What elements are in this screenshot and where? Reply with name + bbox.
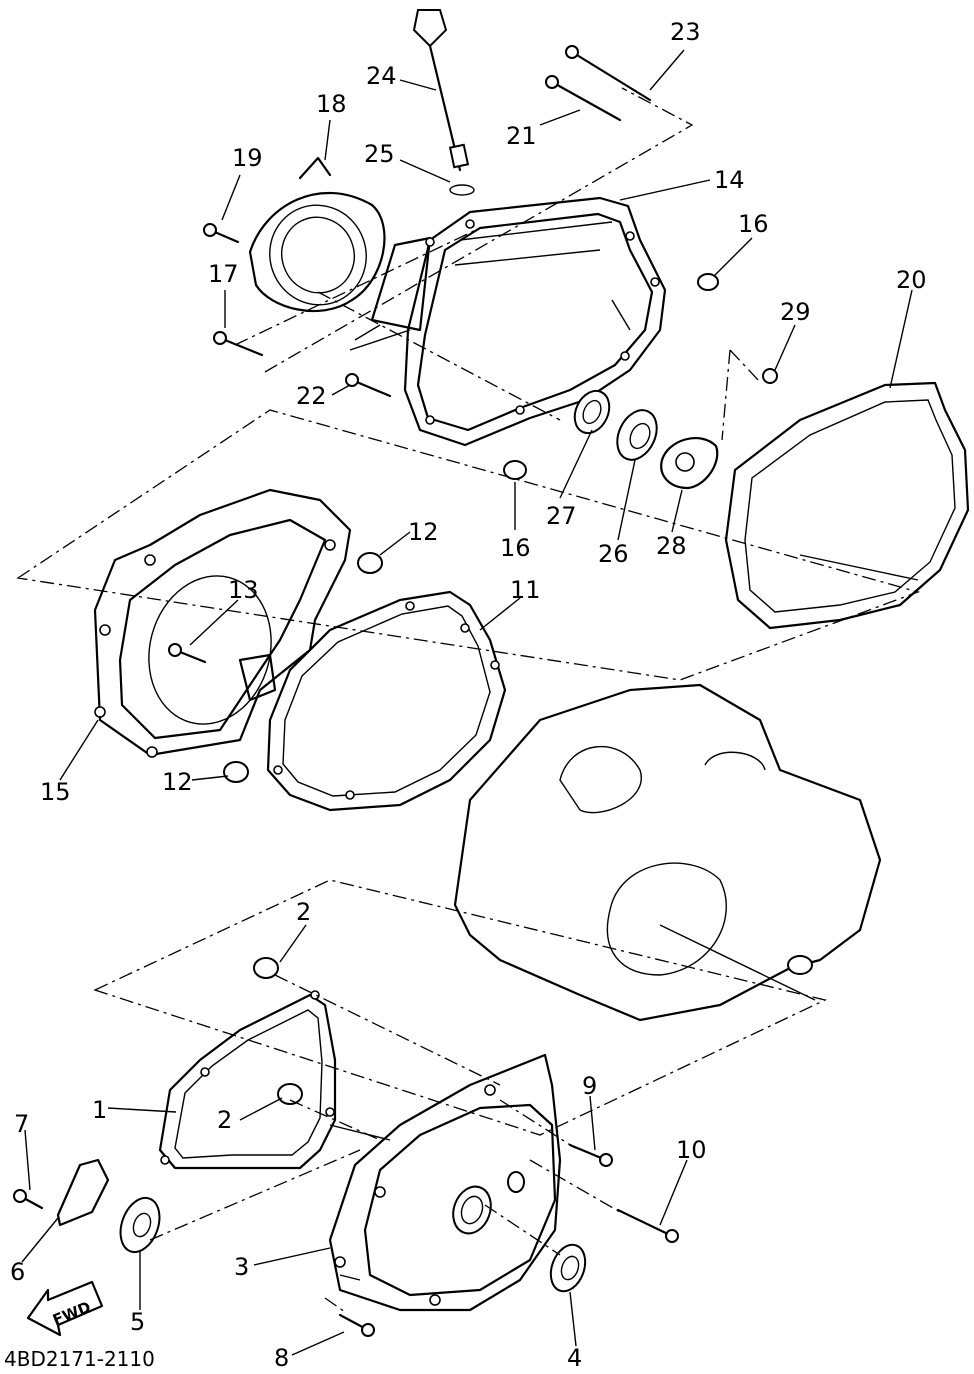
bearing-26 [616, 409, 658, 461]
lower-guide-lines [149, 974, 621, 1313]
bolt-23 [565, 45, 652, 102]
o-ring [449, 184, 475, 196]
callout-16-bottom: 16 [500, 534, 531, 562]
bolt-8 [338, 1313, 375, 1337]
cover-plate [248, 156, 386, 313]
upper-plane-outline [16, 409, 921, 681]
callout-23: 23 [670, 18, 701, 46]
callout-4: 4 [567, 1344, 582, 1370]
bolt-19 [203, 223, 240, 244]
callout-24: 24 [366, 62, 397, 90]
dowel-pin-16-top [697, 273, 719, 291]
callout-27: 27 [546, 502, 577, 530]
cover-6 [56, 1158, 110, 1227]
oil-seal-4 [549, 1243, 587, 1293]
callout-13: 13 [228, 576, 259, 604]
callout-8: 8 [274, 1344, 289, 1370]
leader-lines [21, 49, 913, 1356]
callout-labels: 1 2 2 3 4 5 6 7 8 9 10 11 12 12 13 14 15… [10, 18, 927, 1372]
fwd-label: FWD [50, 1298, 93, 1329]
callout-25: 25 [364, 140, 395, 168]
bolt-17 [213, 331, 264, 357]
callout-19: 19 [232, 144, 263, 172]
callout-18: 18 [316, 90, 347, 118]
drawing-code: 4BD2171-2110 [4, 1347, 155, 1370]
callout-11: 11 [510, 576, 541, 604]
bolt-21 [545, 75, 622, 122]
callout-6: 6 [10, 1258, 25, 1286]
callout-29: 29 [780, 298, 811, 326]
dowel-pin-2-top [253, 957, 279, 979]
oil-seal-27 [573, 389, 611, 435]
bolt-13 [168, 643, 207, 664]
crankcase-cover-left [328, 1053, 562, 1312]
bolt-7 [13, 1189, 44, 1210]
bolt-10 [616, 1208, 679, 1243]
callout-12-top: 12 [408, 518, 439, 546]
callout-5: 5 [130, 1308, 145, 1336]
callout-7: 7 [14, 1110, 29, 1138]
dowel-pin-2-mid [277, 1083, 303, 1105]
gasket-1 [158, 990, 337, 1170]
bolt-22 [345, 373, 392, 398]
callout-2-mid: 2 [217, 1106, 232, 1134]
crankcase-cover-right [349, 196, 667, 447]
callout-20: 20 [896, 266, 927, 294]
lower-plane-outline [93, 879, 827, 1136]
callout-1: 1 [92, 1096, 107, 1124]
crankcase-cover-15 [93, 488, 352, 758]
callout-9: 9 [582, 1072, 597, 1100]
oil-seal-5 [119, 1196, 161, 1254]
plate-28 [660, 436, 719, 490]
screw-29 [762, 368, 778, 384]
oil-level-gauge [412, 9, 470, 172]
callout-3: 3 [234, 1253, 249, 1281]
dowel-pin-12-bottom [223, 761, 249, 783]
dowel-pin-12-top [357, 552, 383, 574]
gasket-20 [724, 381, 970, 630]
dowel-pin-16-bottom [503, 460, 527, 480]
callout-21: 21 [506, 122, 537, 150]
callout-12-bottom: 12 [162, 768, 193, 796]
callout-2-top: 2 [296, 898, 311, 926]
callout-26: 26 [598, 540, 629, 568]
gasket-11 [266, 590, 507, 812]
upper-guide-lines [234, 87, 761, 441]
callout-17: 17 [208, 260, 239, 288]
callout-10: 10 [676, 1136, 707, 1164]
forward-direction-arrow: FWD [26, 1280, 104, 1337]
engine-crankcase [453, 683, 882, 1022]
callout-22: 22 [296, 382, 327, 410]
bolt-9 [568, 1143, 613, 1167]
callout-15: 15 [40, 778, 71, 806]
callout-28: 28 [656, 532, 687, 560]
callout-14: 14 [714, 166, 745, 194]
callout-16-top: 16 [738, 210, 769, 238]
